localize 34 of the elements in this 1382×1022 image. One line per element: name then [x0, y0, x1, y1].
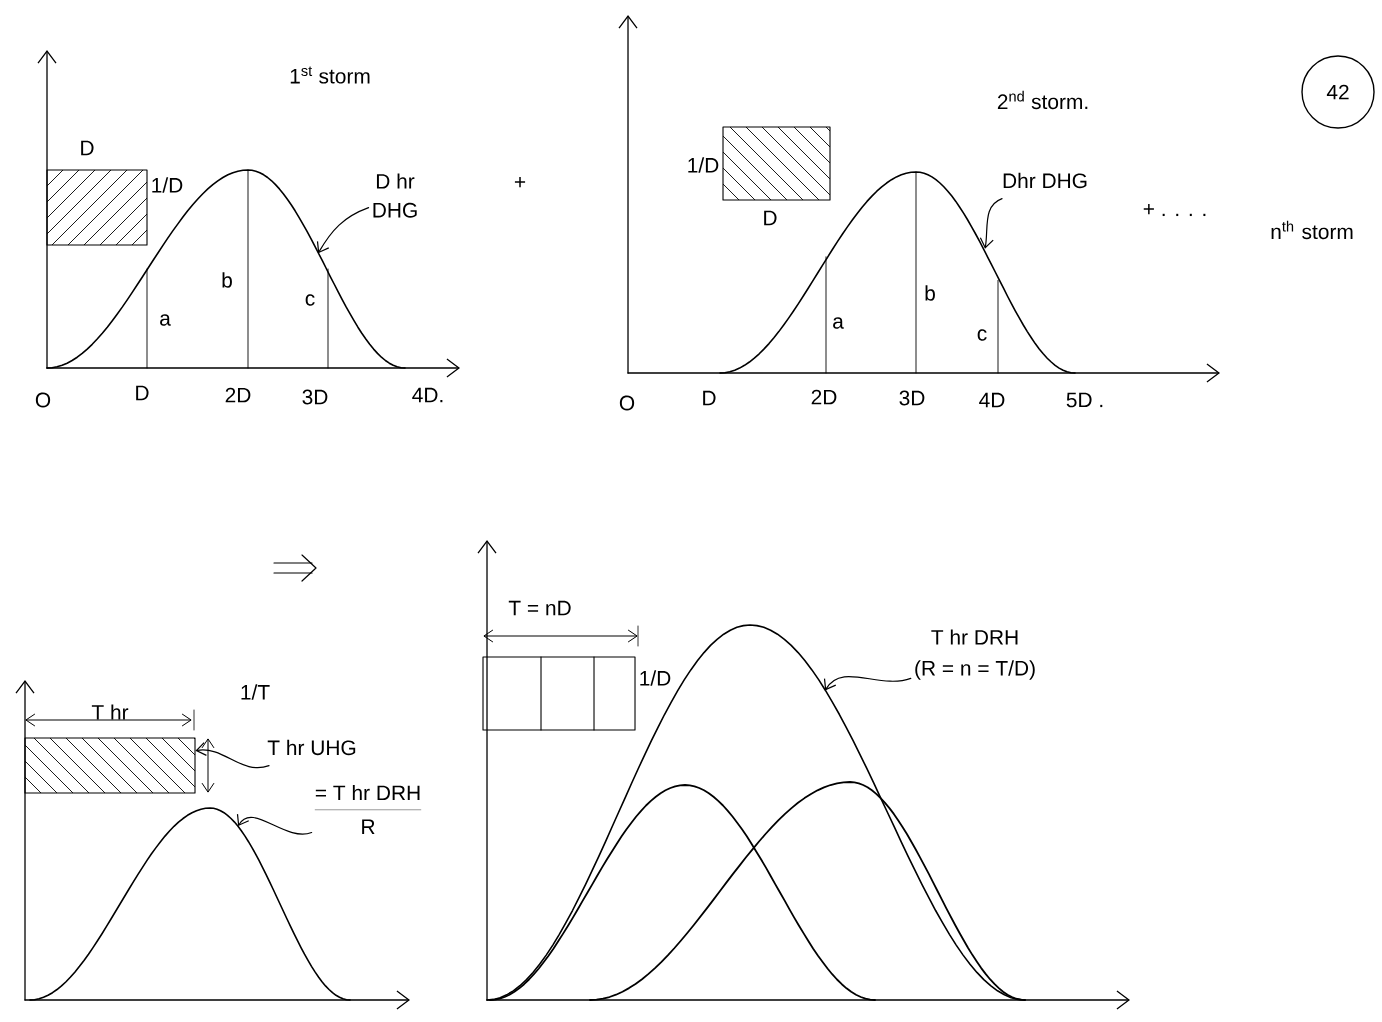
label-text: a	[833, 317, 844, 329]
annotation-text: Dhr DHG	[1003, 172, 1087, 189]
leader-arrow	[236, 813, 313, 835]
leader-arrow	[195, 741, 270, 769]
label-text: c	[305, 294, 315, 306]
leader-arrow	[979, 198, 1003, 249]
annotation-text: T hr DRH (R = n = T/D)	[915, 629, 1035, 680]
annotation-text: D hr DHG	[373, 173, 417, 218]
label-text: 4D.	[412, 387, 443, 403]
label-text: a	[160, 314, 171, 326]
leader-arrow	[823, 675, 912, 691]
label-text: 3D	[302, 389, 328, 405]
label-text: +	[514, 176, 526, 188]
label-text: 1/D	[152, 177, 183, 193]
annotation-text: = T hr DRH R	[314, 784, 422, 834]
label-text: c	[977, 329, 987, 341]
label-text: 1/D	[640, 670, 671, 686]
page-number: 42	[1301, 55, 1375, 129]
label-text: 1/D	[688, 157, 719, 173]
label-text: O	[619, 395, 635, 411]
annotation-text: T hr UHG	[267, 739, 356, 756]
label-text: D	[764, 210, 777, 226]
label-text: D	[703, 390, 716, 406]
label-text: 5D .	[1066, 392, 1103, 408]
label-text: b	[925, 285, 935, 301]
hydrograph-curve	[29, 807, 351, 1001]
label-text: 1$^{st}$ storm	[290, 66, 370, 84]
label-text: n$^{th}$ storm	[1271, 220, 1353, 240]
label-text: 1/T	[241, 684, 270, 700]
label-text: b	[222, 272, 232, 288]
leader-arrow	[316, 207, 370, 254]
label-text: O	[35, 392, 51, 408]
hatched-rainfall-block	[24, 737, 196, 794]
label-text: + . . . .	[1143, 203, 1206, 217]
